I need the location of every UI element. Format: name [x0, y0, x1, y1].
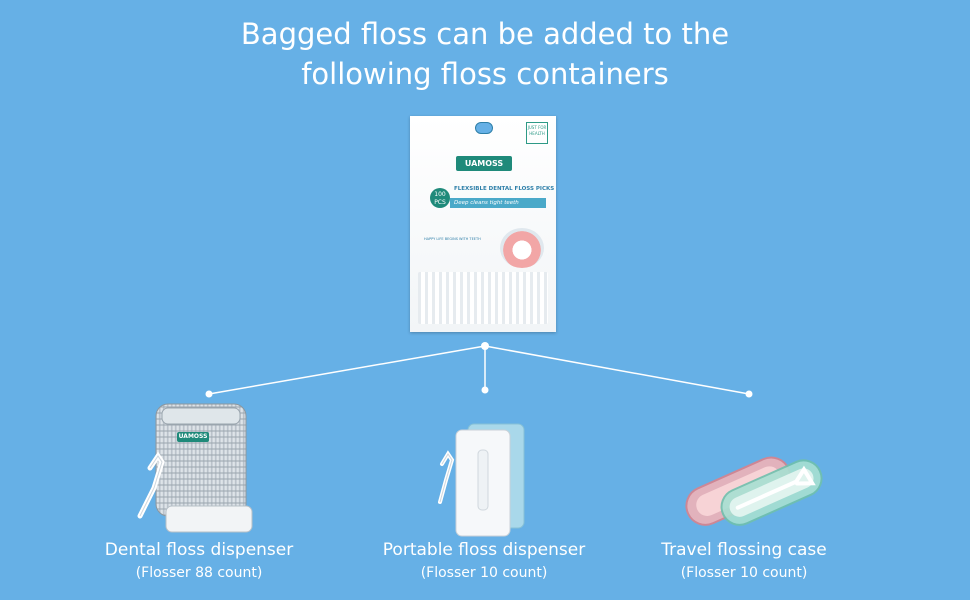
container-count: (Flosser 10 count): [680, 565, 808, 581]
teeth-illustration-icon: [500, 228, 544, 268]
portable-floss-dispenser-icon: [438, 423, 525, 537]
connector-node-middle: [481, 386, 489, 394]
container-name: Travel flossing case: [661, 540, 827, 560]
caption-dental-floss-dispenser: Dental floss dispenser (Flosser 88 count…: [59, 538, 339, 584]
container-name: Dental floss dispenser: [104, 540, 294, 560]
container-count: (Flosser 10 count): [420, 565, 548, 581]
health-tag: JUST FOR HEALTH: [526, 122, 548, 144]
bag-small-line: HAPPY LIFE BEGINS WITH TEETH: [424, 237, 481, 241]
bag-product-line: FLEXSIBLE DENTAL FLOSS PICKS: [454, 186, 555, 192]
connector-node-right: [745, 390, 753, 398]
travel-flossing-case-icon: [685, 456, 823, 526]
connector-node-top: [481, 342, 489, 350]
floss-picks-illustration: [418, 272, 548, 324]
connector-left: [208, 345, 486, 395]
floss-bag-image: JUST FOR HEALTH UAMOSS 100 PCS FLEXSIBLE…: [410, 116, 556, 332]
headline: Bagged floss can be added to the followi…: [240, 17, 730, 91]
container-count: (Flosser 88 count): [135, 565, 263, 581]
caption-portable-floss-dispenser: Portable floss dispenser (Flosser 10 cou…: [344, 538, 624, 584]
bag-brand-logo: UAMOSS: [456, 156, 512, 171]
container-name: Portable floss dispenser: [382, 540, 586, 560]
hang-hole-icon: [475, 122, 493, 134]
caption-travel-flossing-case: Travel flossing case (Flosser 10 count): [604, 538, 884, 584]
dispenser-brand-label: UAMOSS: [177, 432, 209, 442]
connector-right: [484, 345, 750, 395]
dental-floss-dispenser-icon: [137, 403, 253, 533]
connector-node-left: [205, 390, 213, 398]
count-badge: 100 PCS: [430, 188, 450, 208]
bag-tagline: Deep cleans tight teeth: [450, 198, 546, 208]
